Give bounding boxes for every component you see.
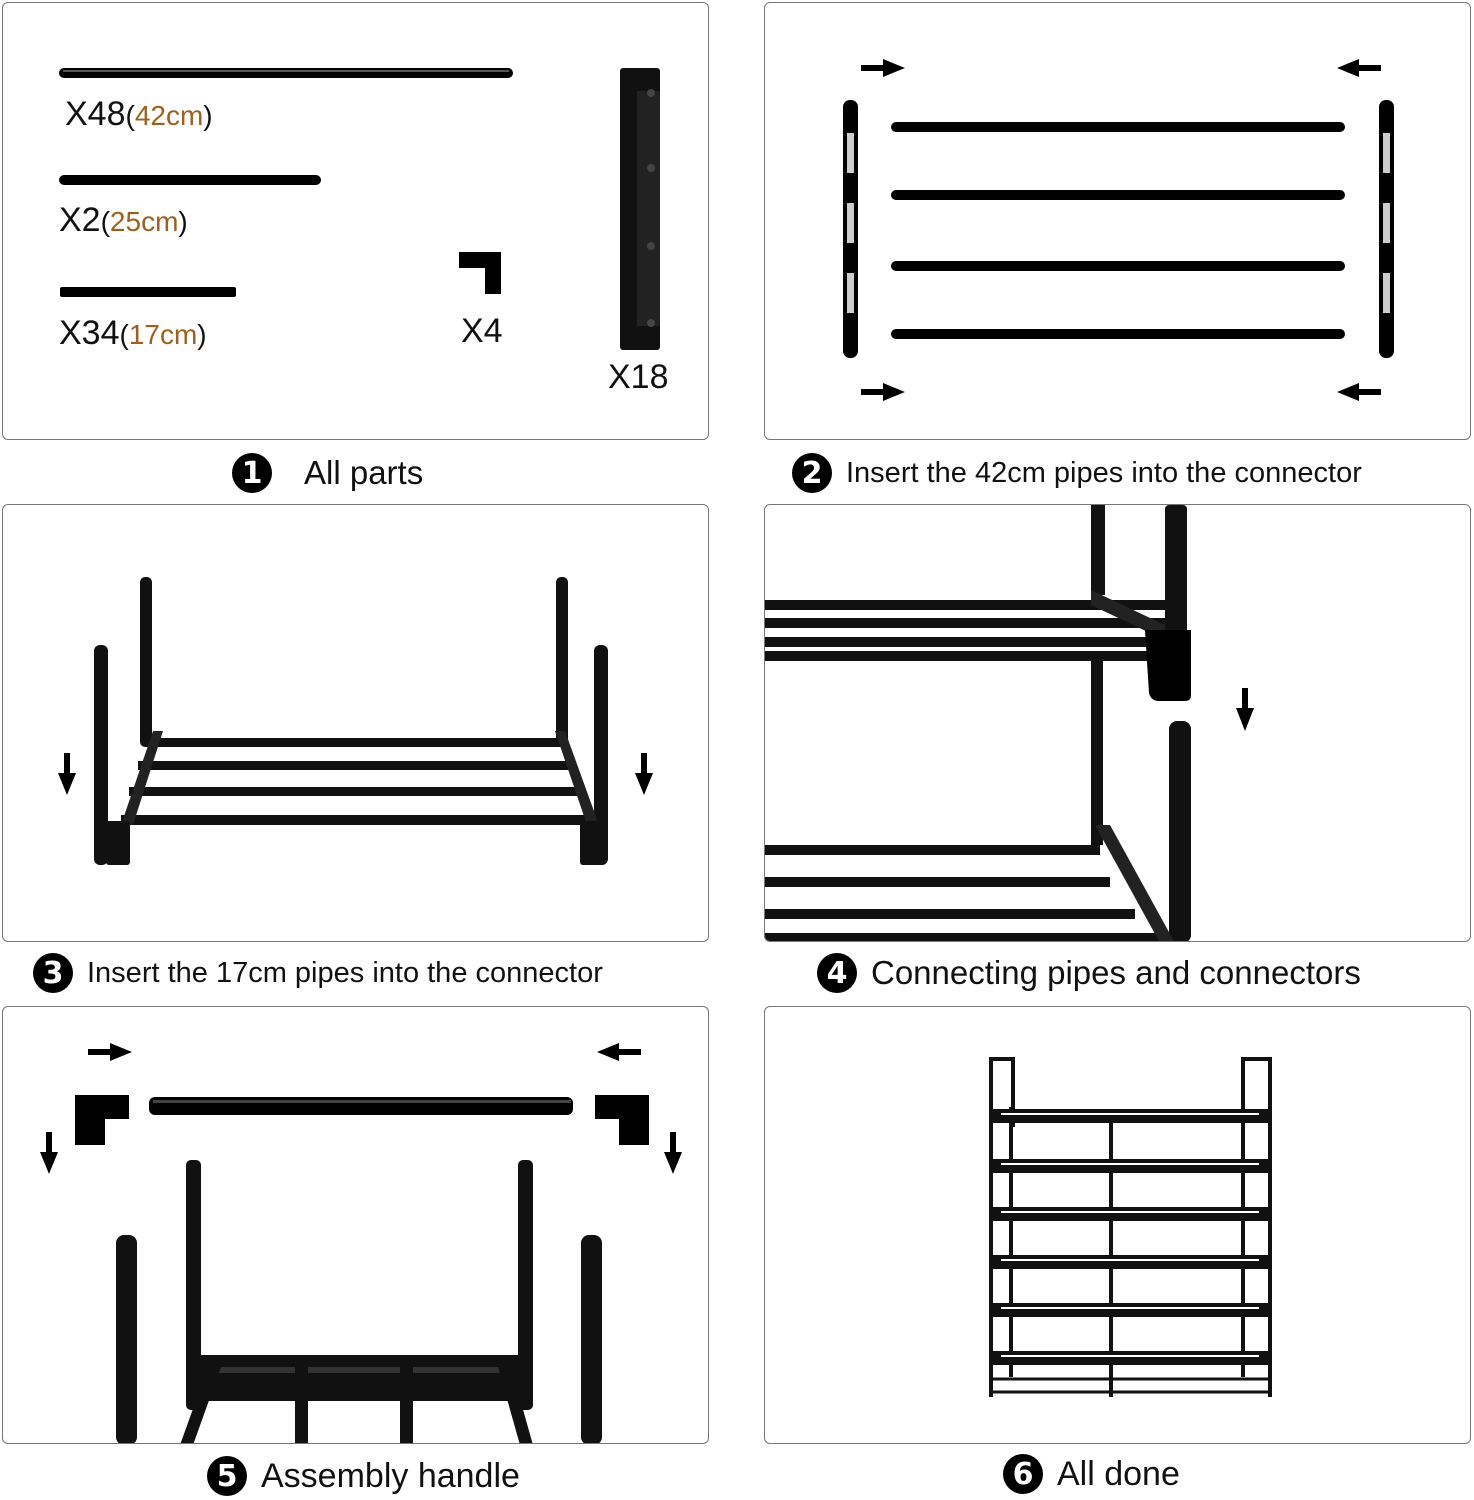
- step-5-caption: 5 Assembly handle: [207, 1456, 520, 1496]
- step-caption-text: Connecting pipes and connectors: [871, 954, 1361, 991]
- connector-image: [620, 68, 660, 350]
- connector-label: X18: [608, 358, 669, 396]
- step-4-caption: 4 Connecting pipes and connectors: [817, 953, 1361, 993]
- panel-all-parts: X48(42cm) X2(25cm) X34(17cm) X4 X18: [2, 2, 709, 440]
- step-3-illustration: [58, 577, 653, 865]
- finished-rack-image: [989, 1057, 1272, 1397]
- right-connector-image: [1379, 100, 1394, 358]
- arrow-down-icon: [664, 1132, 682, 1174]
- long-pipe-image: [59, 68, 513, 78]
- mid-pipe-image: [59, 175, 321, 185]
- arrow-left-icon: [1337, 59, 1381, 77]
- step-5-illustration: [40, 1043, 682, 1443]
- step-number-badge: 3: [33, 953, 73, 993]
- panel-step-2: [764, 2, 1471, 440]
- arrow-down-icon: [40, 1132, 58, 1174]
- long-pipe-label: X48(42cm): [65, 95, 213, 133]
- step-1-caption: 1 All parts: [232, 453, 423, 493]
- panel-step-6: [764, 1006, 1471, 1444]
- step-3-caption: 3 Insert the 17cm pipes into the connect…: [33, 953, 603, 993]
- step-caption-text: Insert the 17cm pipes into the connector: [87, 956, 603, 989]
- step-caption-text: All done: [1057, 1454, 1180, 1493]
- pipe-image: [891, 261, 1345, 271]
- panel-step-3: [2, 504, 709, 942]
- step-6-caption: 6 All done: [1003, 1454, 1180, 1494]
- handle-pipe-image: [149, 1097, 573, 1115]
- step-caption-text: Assembly handle: [261, 1456, 520, 1495]
- parts-illustration: [59, 68, 660, 350]
- arrow-down-icon: [635, 753, 653, 795]
- step-number-badge: 6: [1003, 1454, 1043, 1494]
- pipe-image: [891, 190, 1345, 200]
- arrow-right-icon: [861, 59, 905, 77]
- elbow-label: X4: [461, 312, 503, 350]
- step-2-illustration: [843, 59, 1394, 401]
- arrow-down-icon: [58, 753, 76, 795]
- arrow-left-icon: [597, 1043, 641, 1061]
- step-4-illustration: [765, 505, 1254, 941]
- short-pipe-label: X34(17cm): [59, 314, 207, 352]
- left-connector-image: [843, 100, 858, 358]
- elbow-image: [595, 1095, 649, 1145]
- step-2-caption: 2 Insert the 42cm pipes into the connect…: [792, 453, 1362, 493]
- mid-pipe-label: X2(25cm): [59, 201, 188, 239]
- arrow-right-icon: [861, 383, 905, 401]
- step-number-badge: 4: [817, 953, 857, 993]
- step-number-badge: 2: [792, 453, 832, 493]
- step-caption-text: Insert the 42cm pipes into the connector: [846, 456, 1362, 489]
- panel-step-5: [2, 1006, 709, 1444]
- pipe-image: [891, 122, 1345, 132]
- panel-step-4: [764, 504, 1471, 942]
- pipe-image: [891, 329, 1345, 339]
- arrow-left-icon: [1337, 383, 1381, 401]
- step-number-badge: 1: [232, 453, 272, 493]
- short-pipe-image: [60, 287, 236, 297]
- step-caption-text: All parts: [304, 454, 424, 491]
- arrow-right-icon: [88, 1043, 132, 1061]
- elbow-image: [75, 1095, 129, 1145]
- step-number-badge: 5: [207, 1456, 247, 1496]
- arrow-down-icon: [1236, 688, 1254, 731]
- elbow-image: [459, 252, 501, 294]
